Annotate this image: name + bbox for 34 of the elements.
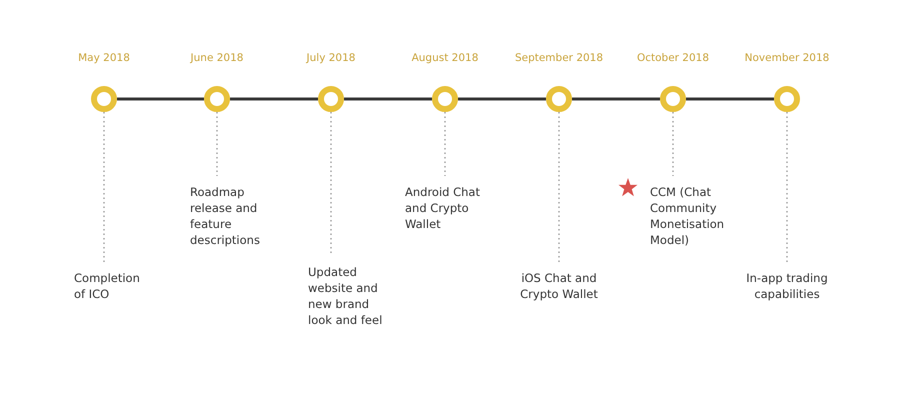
timeline-line <box>686 98 774 100</box>
date-label: August 2018 <box>412 52 478 64</box>
date-label: July 2018 <box>306 52 356 64</box>
timeline-line <box>458 98 546 100</box>
timeline-line <box>230 98 318 100</box>
leader-line <box>786 112 788 262</box>
timeline-line <box>572 98 660 100</box>
leader-line <box>444 112 446 176</box>
milestone-text: CCM (Chat Community Monetisation Model) <box>650 176 742 248</box>
timeline-line <box>117 98 204 100</box>
milestone-circle <box>660 86 686 112</box>
milestone-circle <box>204 86 230 112</box>
timeline-line <box>344 98 432 100</box>
date-label: November 2018 <box>744 52 830 64</box>
milestone-circle <box>546 86 572 112</box>
milestone-text: iOS Chat and Crypto Wallet <box>514 262 604 302</box>
milestone-text: Roadmap release and feature descriptions <box>190 176 270 248</box>
date-label: October 2018 <box>636 52 710 64</box>
leader-line <box>103 112 105 262</box>
milestone-circle <box>432 86 458 112</box>
leader-line <box>558 112 560 262</box>
milestone-circle <box>318 86 344 112</box>
leader-line <box>330 112 332 256</box>
milestone-text: Completion of ICO <box>74 262 154 302</box>
leader-line <box>216 112 218 176</box>
milestone-text: In-app trading capabilities <box>740 262 834 302</box>
milestone-text: Updated website and new brand look and feel <box>308 256 388 328</box>
leader-line <box>672 112 674 176</box>
milestone-circle <box>774 86 800 112</box>
date-label: June 2018 <box>190 52 244 64</box>
milestone-circle <box>91 86 117 112</box>
milestone-text: Android Chat and Crypto Wallet <box>405 176 489 232</box>
date-label: May 2018 <box>78 52 130 64</box>
date-label: September 2018 <box>514 52 604 64</box>
